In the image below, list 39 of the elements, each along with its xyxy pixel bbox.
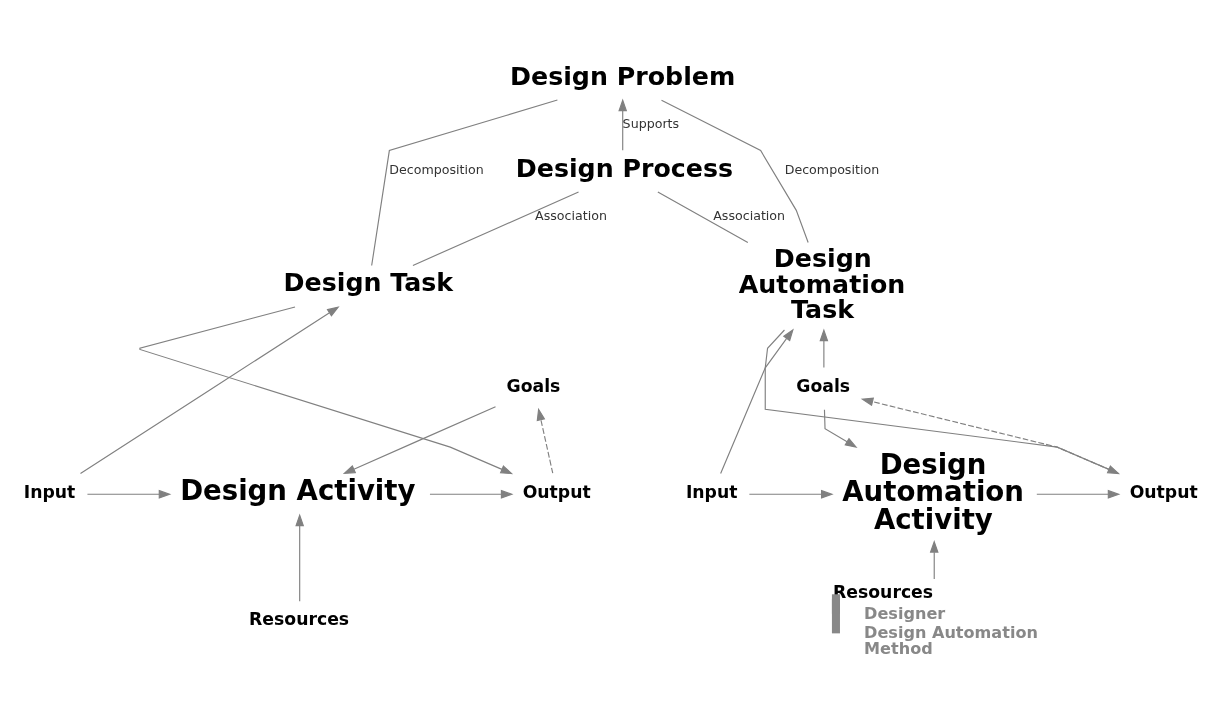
edge-label: Supports xyxy=(622,115,680,131)
connector xyxy=(657,191,749,243)
node-text: Design Problem xyxy=(510,61,736,91)
arrow xyxy=(536,407,554,474)
node-text: Design Process xyxy=(515,153,733,183)
arrow xyxy=(86,489,172,499)
node-text: Output xyxy=(1129,481,1198,502)
edge-label: Decomposition xyxy=(784,161,880,177)
node-text: Input xyxy=(23,481,76,502)
arrow xyxy=(295,513,305,602)
node-text: Output xyxy=(522,481,591,502)
connector xyxy=(412,190,580,266)
node-text: Goals xyxy=(506,375,561,396)
node-label: Design Automation Method xyxy=(864,622,1038,658)
connector xyxy=(371,99,558,266)
edge-label: Association xyxy=(535,207,607,223)
arrow xyxy=(618,98,628,151)
node-text: Resources xyxy=(249,608,350,629)
arrow xyxy=(342,405,497,474)
arrow xyxy=(429,489,514,499)
node-text: Goals xyxy=(796,375,851,396)
arrow xyxy=(823,408,858,448)
arrow xyxy=(720,328,794,474)
node-text: Design Automation Task xyxy=(738,243,906,324)
arrow xyxy=(79,305,340,474)
node-text: Input xyxy=(685,481,738,502)
edge-label: Decomposition xyxy=(389,161,484,177)
node-text: Design Activity xyxy=(180,473,416,507)
arrow xyxy=(1036,489,1121,499)
arrow xyxy=(748,489,834,499)
node-text: Design Task xyxy=(283,267,454,297)
node-label: Resources xyxy=(833,581,934,602)
edge-label: Association xyxy=(713,207,786,223)
node-text: Design Automation Activity xyxy=(842,447,1024,536)
arrow xyxy=(819,328,829,368)
node-label: Designer xyxy=(864,603,946,623)
arrow xyxy=(929,539,939,580)
arrow xyxy=(139,305,514,474)
connector xyxy=(660,99,809,243)
